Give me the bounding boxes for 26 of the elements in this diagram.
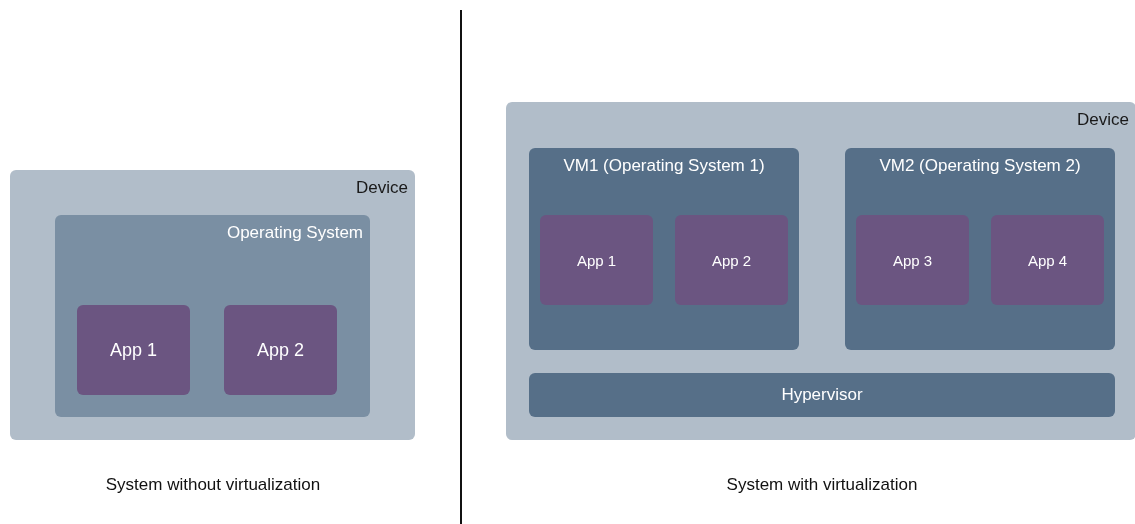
app-box (77, 305, 190, 395)
app-box (675, 215, 788, 305)
box-label: VM1 (Operating System 1) (562, 156, 766, 176)
box-label: App 2 (255, 339, 305, 361)
box-label: App 2 (710, 251, 753, 269)
app-box (224, 305, 337, 395)
virtual-machine-panel (529, 148, 799, 350)
device-panel (10, 170, 415, 440)
operating-system-panel (55, 215, 370, 417)
box-label: App 4 (1026, 251, 1069, 269)
device-panel (506, 102, 1135, 440)
box-label: App 1 (575, 251, 618, 269)
hypervisor-bar (529, 373, 1115, 417)
app-box (856, 215, 969, 305)
app-box (991, 215, 1104, 305)
box-label: Operating System (226, 223, 363, 243)
box-label: App 3 (891, 251, 934, 269)
app-box (540, 215, 653, 305)
caption-text: System without virtualization (105, 475, 321, 495)
caption-text: System with virtualization (726, 475, 918, 495)
box-label: VM2 (Operating System 2) (878, 156, 1082, 176)
virtual-machine-panel (845, 148, 1115, 350)
box-label: App 1 (108, 339, 158, 361)
box-label: Hypervisor (780, 385, 864, 405)
box-label: Device (356, 178, 408, 198)
box-label: Device (1077, 110, 1129, 130)
